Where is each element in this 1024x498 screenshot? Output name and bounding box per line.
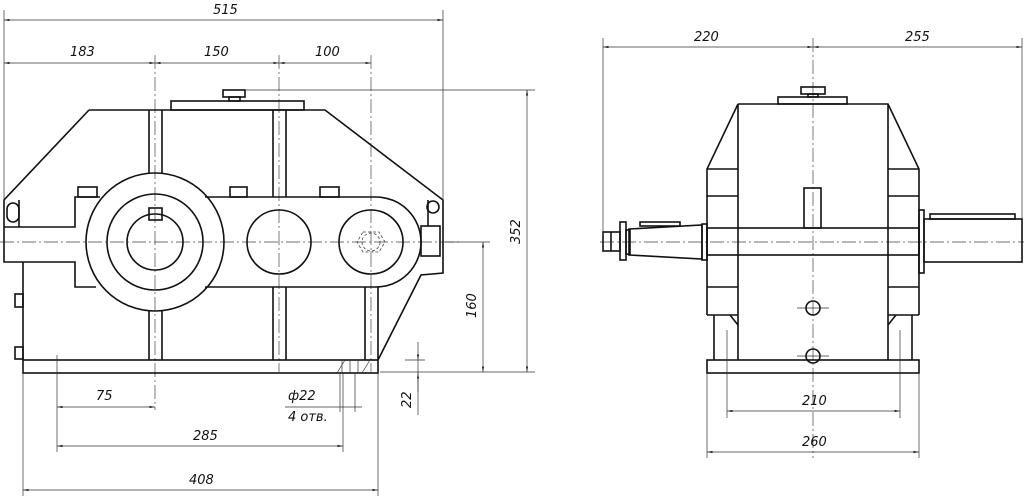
dim-hole-spacing: 285 [193, 429, 218, 444]
washer [619, 221, 627, 261]
centerlines [600, 38, 1024, 458]
dim-base-length: 408 [189, 473, 214, 488]
dim-hole-offset: 75 [96, 389, 113, 404]
dimensions: 515 183 150 100 352 160 22 75 285 408 ф2… [3, 3, 535, 496]
dim-hole-count: 4 отв. [288, 410, 328, 425]
output-bearing-boss [85, 172, 225, 312]
input-bearing [338, 209, 404, 275]
front-view: 515 183 150 100 352 160 22 75 285 408 ф2… [0, 3, 535, 496]
dim-hole-diameter: ф22 [288, 389, 316, 404]
dim-overall-height: 352 [509, 219, 524, 244]
base [706, 359, 920, 374]
dim-base-width: 260 [802, 435, 827, 450]
dim-left-extent: 220 [694, 30, 719, 45]
dim-segment-2: 150 [204, 45, 229, 60]
side-view: 220 255 210 260 [600, 30, 1024, 458]
breather-plug [222, 89, 246, 98]
dimensions-side: 220 255 210 260 [602, 30, 1023, 458]
bolt [77, 186, 98, 198]
keyway [148, 207, 163, 221]
dim-base-thickness: 22 [400, 391, 415, 408]
drain-hole [805, 300, 821, 316]
bolt [319, 186, 340, 198]
output-bore [126, 213, 184, 271]
dim-segment-1: 183 [70, 45, 95, 60]
lifting-slot [6, 202, 20, 223]
housing [3, 89, 444, 374]
drain-hole [805, 348, 821, 364]
housing-side [602, 86, 1023, 374]
inspection-cover [777, 96, 848, 105]
dim-shaft-height: 160 [465, 293, 480, 318]
dim-right-extent: 255 [905, 30, 930, 45]
inspection-cover [170, 100, 305, 111]
key [803, 187, 822, 229]
base-plate [22, 359, 379, 374]
intermediate-bearing [246, 209, 312, 275]
dim-overall-length: 515 [213, 3, 238, 18]
dim-hole-spacing-side: 210 [802, 394, 827, 409]
centerlines [0, 55, 460, 410]
lifting-eye [426, 200, 440, 214]
dim-segment-3: 100 [315, 45, 340, 60]
bolt [229, 186, 248, 198]
input-shaft [923, 218, 1023, 263]
